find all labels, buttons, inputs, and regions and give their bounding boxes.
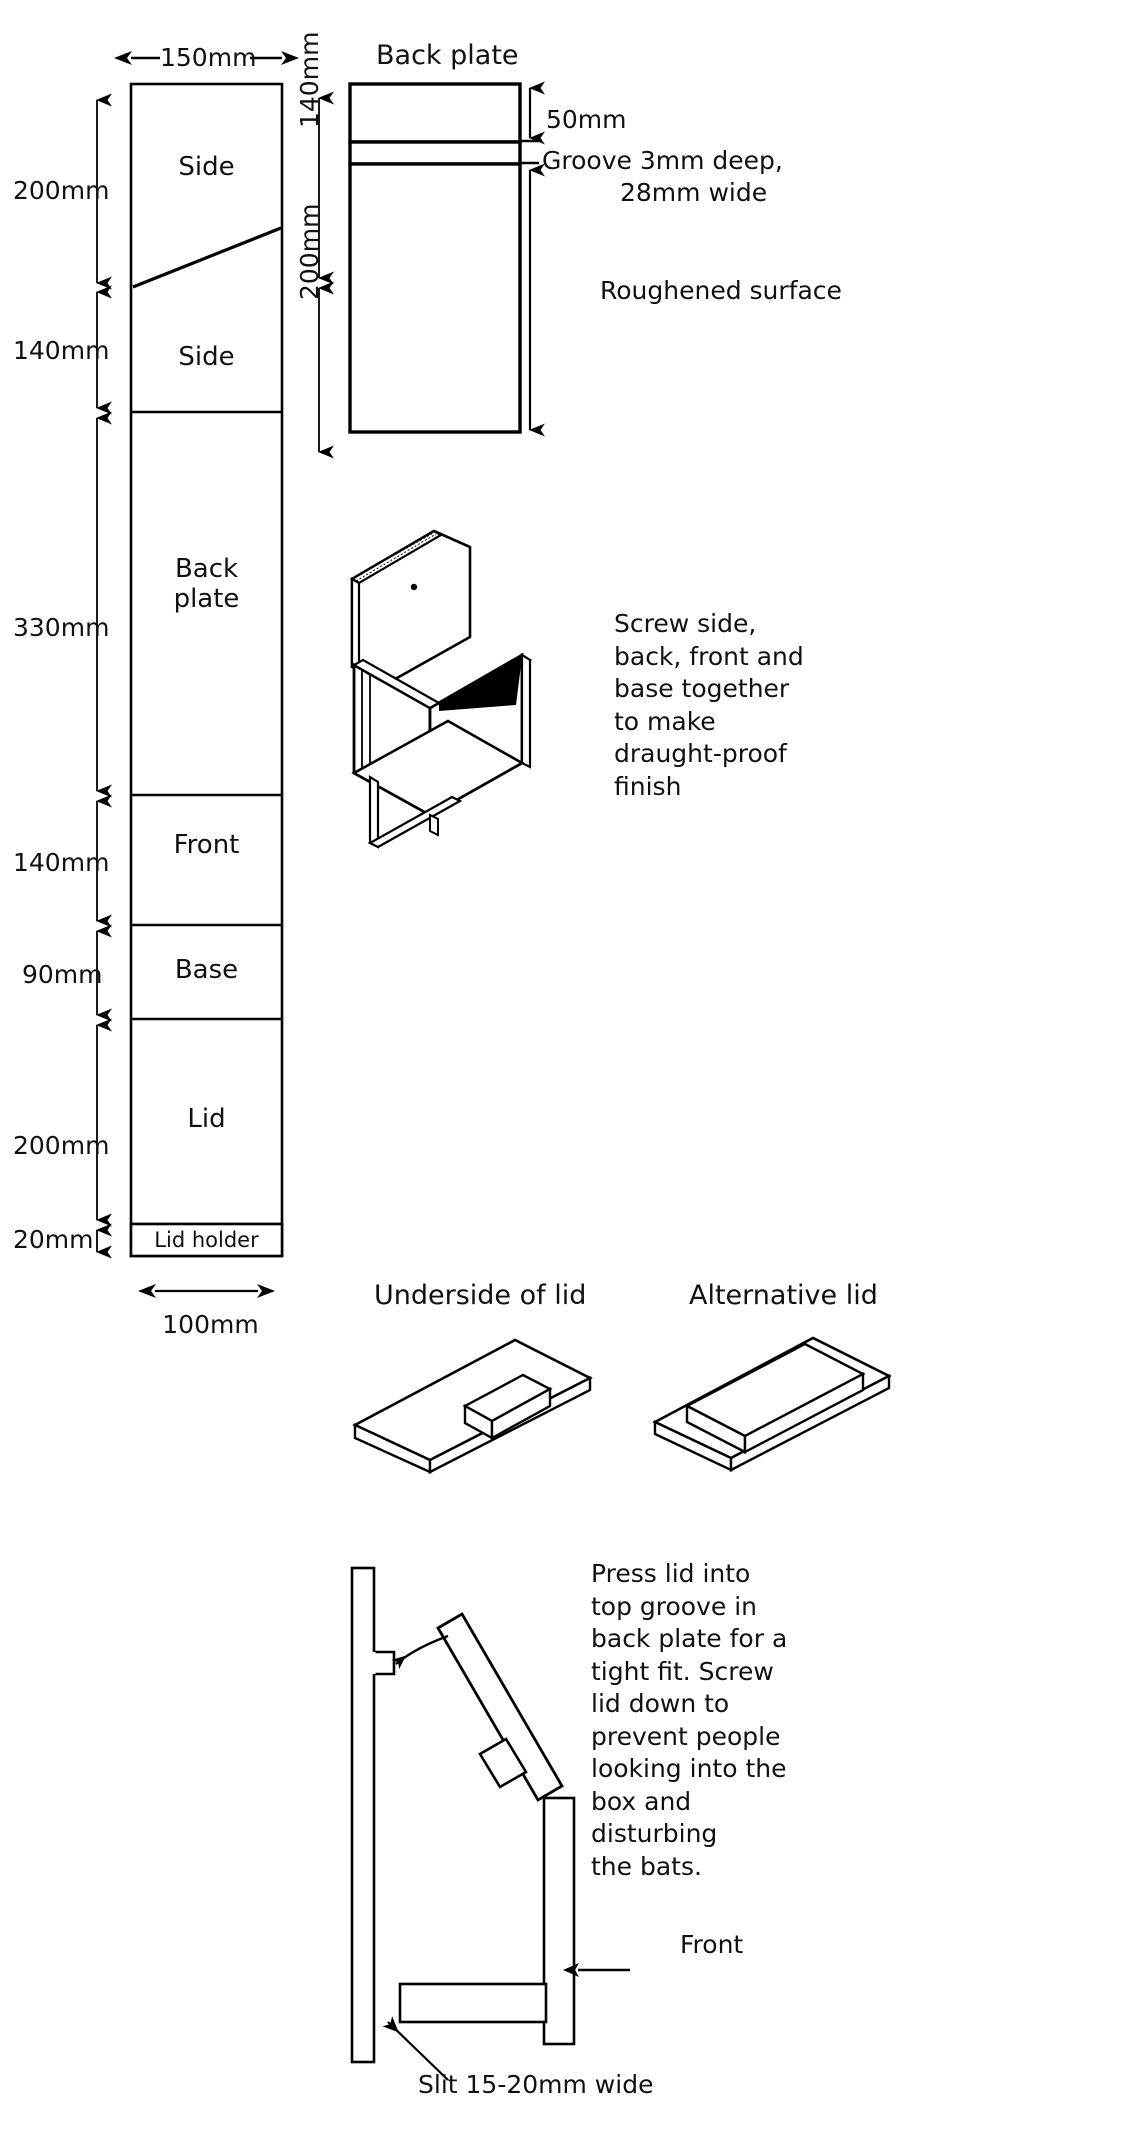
panel-label-front: Front: [173, 830, 240, 860]
dim-width-bottom: 100mm: [162, 1310, 259, 1339]
panel-label-side-2: Side: [178, 342, 235, 372]
dim-side-1: 200mm: [13, 176, 110, 205]
panel-label-base: Base: [174, 955, 239, 985]
roughened-surface-note: Roughened surface: [600, 276, 842, 305]
assembly-note-line-1: Screw side,: [614, 609, 757, 638]
assembly-note-line-5: draught-proof: [614, 739, 787, 768]
panel-label-lid: Lid: [187, 1104, 226, 1134]
section-note-line-9: disturbing: [591, 1819, 718, 1848]
section-note-line-2: top groove in: [591, 1591, 758, 1621]
groove-note-line2: 28mm wide: [620, 178, 768, 207]
section-note-line-6: prevent people: [591, 1721, 781, 1751]
section-note-line-5: lid down to: [591, 1689, 730, 1718]
dim-width-top: 150mm: [160, 43, 257, 72]
section-note-line-1: Press lid into: [591, 1559, 751, 1588]
panel-label-lid-holder: Lid holder: [154, 1228, 259, 1252]
front-label: Front: [680, 1930, 744, 1959]
dim-back-plate: 330mm: [13, 613, 110, 642]
underside-of-lid-title: Underside of lid: [374, 1280, 587, 1311]
section-note-line-7: looking into the: [591, 1754, 787, 1783]
dim-front: 140mm: [13, 848, 110, 877]
dim-side-2: 140mm: [13, 336, 110, 365]
cutting-list-drawing: [96, 51, 299, 1298]
dim-lid-holder: 20mm: [13, 1225, 94, 1254]
back-plate-dimension-arrows: [512, 70, 552, 450]
slit-label: Slit 15-20mm wide: [418, 2070, 654, 2099]
section-note-line-3: back plate for a: [591, 1624, 788, 1653]
panel-label-side-1: Side: [178, 152, 235, 182]
dim-back-plate-top-50mm: 50mm: [546, 105, 627, 134]
assembly-note-line-3: base together: [614, 674, 790, 703]
section-note-line-10: the bats.: [591, 1851, 702, 1881]
back-plate-title: Back plate: [376, 40, 519, 71]
alternative-lid-drawing: [645, 1330, 945, 1472]
dim-side-height-200: 200mm: [295, 203, 324, 300]
side-height-dims: [296, 80, 342, 470]
assembly-note: Screw side, back, front and base togethe…: [614, 608, 854, 803]
cutting-list-panel: 150mm Side Side Back plate Front Base Li…: [0, 0, 340, 1400]
underside-of-lid-drawing: [340, 1330, 640, 1474]
section-note: Press lid into top groove in back plate …: [591, 1558, 891, 1883]
assembly-note-line-4: to make: [614, 706, 716, 736]
cross-section-drawing: [330, 1540, 650, 2130]
back-plate-drawing: [330, 70, 590, 450]
dim-side-height-140: 140mm: [295, 31, 324, 128]
dim-lid: 200mm: [13, 1131, 110, 1160]
assembly-note-line-6: finish: [614, 771, 682, 801]
alternative-lid-title: Alternative lid: [689, 1280, 878, 1311]
assembly-note-line-2: back, front and: [614, 641, 804, 671]
box-assembly-illustration: [340, 505, 620, 855]
panel-label-back-plate: Back plate: [173, 554, 240, 614]
section-note-line-4: tight fit. Screw: [591, 1656, 774, 1686]
groove-note-line1: Groove 3mm deep,: [542, 146, 783, 175]
section-note-line-8: box and: [591, 1786, 692, 1816]
dim-base: 90mm: [22, 960, 103, 989]
